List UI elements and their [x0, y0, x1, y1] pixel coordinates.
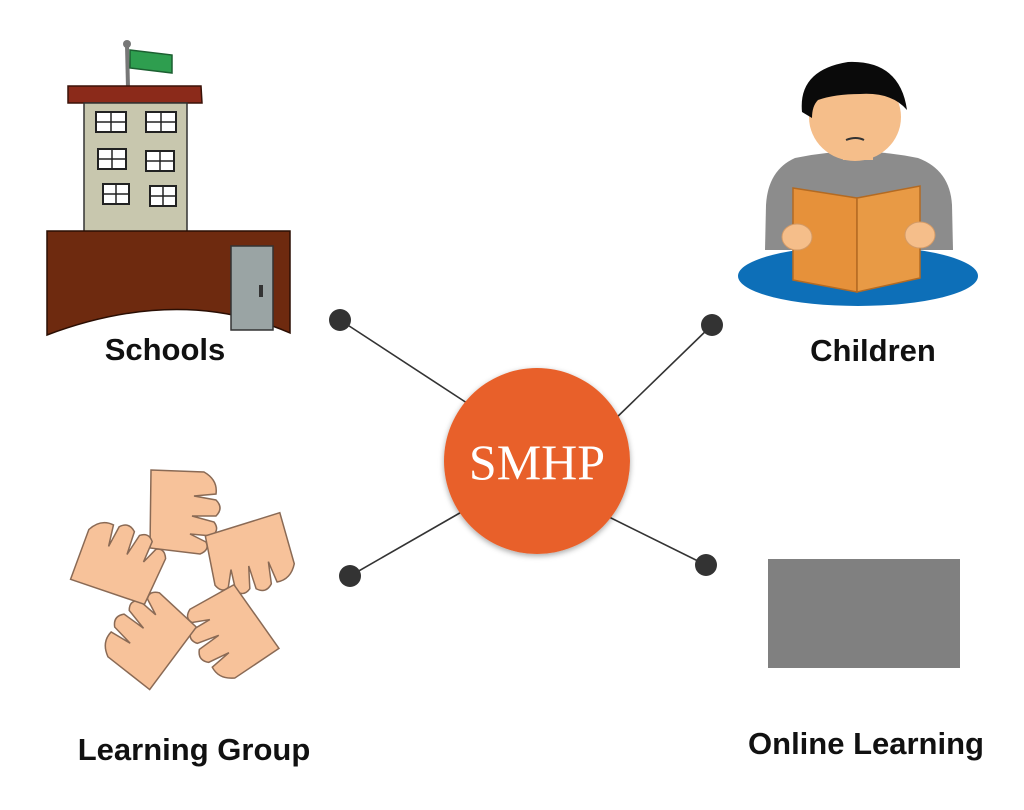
connector-dot-online-learning: [695, 554, 717, 576]
connectors: [329, 309, 723, 587]
node-label-schools: Schools: [105, 332, 226, 367]
connector-dot-learning-group: [339, 565, 361, 587]
node-label-online-learning: Online Learning: [748, 726, 984, 761]
connector-dot-children: [701, 314, 723, 336]
connector-learning-group: [349, 509, 466, 577]
node-learning-group: Learning Group: [69, 469, 311, 767]
school-building-icon: [46, 40, 291, 337]
connector-online-learning: [604, 514, 707, 566]
node-label-learning-group: Learning Group: [78, 732, 311, 767]
connector-dot-schools: [329, 309, 351, 331]
node-schools: Schools: [46, 40, 291, 367]
node-online-learning: Online Learning: [748, 559, 984, 761]
screen-placeholder-icon: [768, 559, 960, 668]
connector-schools: [339, 319, 471, 406]
joined-hands-icon: [69, 469, 302, 691]
child-reading-icon: [738, 61, 978, 306]
hub-circle: [444, 368, 630, 554]
node-children: Children: [738, 61, 978, 368]
connector-children: [611, 324, 713, 423]
hub-label: SMHP: [469, 434, 605, 490]
hub: SMHP: [444, 368, 630, 554]
node-label-children: Children: [810, 333, 936, 368]
